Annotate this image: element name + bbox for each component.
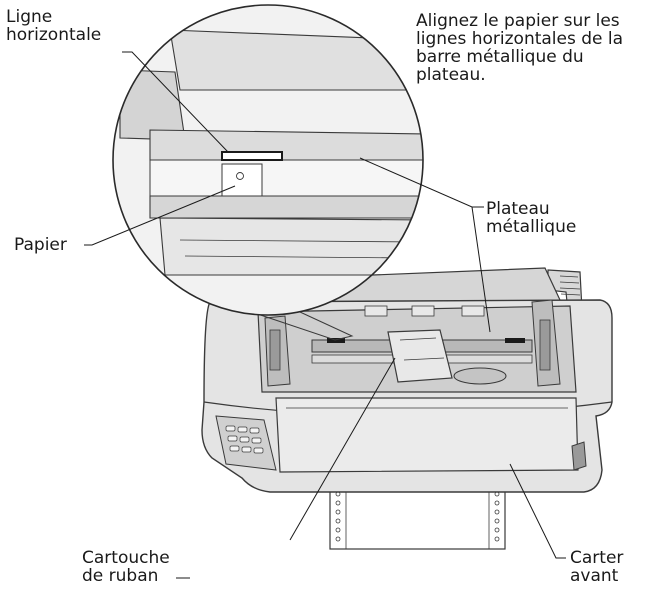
callout-paper: Papier bbox=[14, 236, 67, 254]
instruction-line-2: lignes horizontales de la bbox=[416, 29, 624, 49]
callout-paper-1: Papier bbox=[14, 235, 67, 255]
callout-ribbon-cartridge-2: de ruban bbox=[82, 566, 159, 586]
leader-lines bbox=[84, 51, 566, 579]
callout-front-cover-1: Carter bbox=[570, 548, 624, 568]
callout-horizontal-line: Ligne horizontale bbox=[6, 8, 101, 44]
callout-metal-platen-2: métallique bbox=[486, 217, 577, 237]
callout-ribbon-cartridge-1: Cartouche bbox=[82, 548, 170, 568]
instruction-line-3: barre métallique du bbox=[416, 47, 584, 67]
callout-horizontal-line-2: horizontale bbox=[6, 25, 102, 45]
continuous-paper bbox=[329, 486, 506, 550]
callout-ribbon-cartridge: Cartouche de ruban bbox=[82, 549, 170, 585]
callout-front-cover: Carter avant bbox=[570, 549, 623, 585]
instruction-line-4: plateau. bbox=[416, 65, 486, 85]
callout-front-cover-2: avant bbox=[570, 566, 619, 586]
detail-magnifier bbox=[112, 4, 424, 341]
callout-metal-platen-1: Plateau bbox=[486, 199, 550, 219]
callout-metal-platen: Plateau métallique bbox=[486, 200, 576, 236]
callout-horizontal-line-1: Ligne bbox=[6, 7, 53, 27]
instruction-line-1: Alignez le papier sur les bbox=[416, 11, 620, 31]
instruction-text: Alignez le papier sur les lignes horizon… bbox=[416, 12, 623, 84]
